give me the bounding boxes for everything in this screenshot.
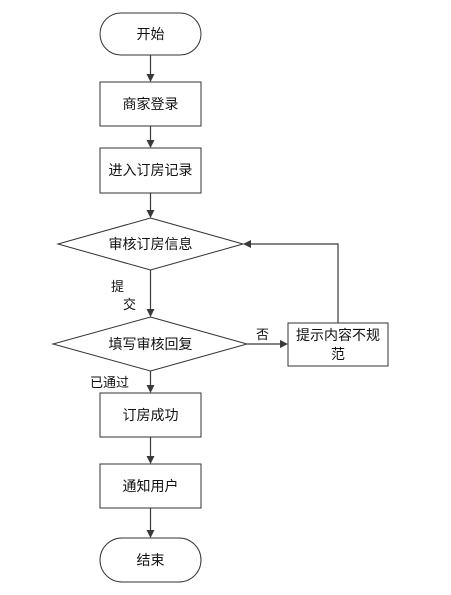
merchant-login-label: 商家登录 <box>123 96 179 112</box>
arrow-records-to-review <box>146 193 155 218</box>
arrow-start-to-login <box>146 55 155 82</box>
enter-booking-records-node: 进入订房记录 <box>99 147 202 194</box>
prompt-content-label-line2: 范 <box>331 346 345 362</box>
review-booking-info-label: 审核订房信息 <box>109 236 193 252</box>
arrow-notify-to-end <box>146 508 155 538</box>
prompt-content-node: 提示内容不规 范 <box>287 322 389 367</box>
prompt-content-label-line1: 提示内容不规 <box>296 327 380 343</box>
review-booking-info-decision: 审核订房信息 <box>56 217 245 271</box>
start-label: 开始 <box>137 26 165 42</box>
arrow-login-to-records <box>146 126 155 148</box>
fill-review-reply-label: 填写审核回复 <box>109 336 193 352</box>
enter-booking-records-label: 进入订房记录 <box>109 162 193 178</box>
arrow-success-to-notify <box>146 437 155 464</box>
passed-label: 已通过 <box>90 375 129 390</box>
no-label: 否 <box>256 327 269 342</box>
notify-user-node: 通知用户 <box>99 463 202 509</box>
end-label: 结束 <box>137 552 165 568</box>
arrow-review-to-fill <box>146 270 155 317</box>
booking-success-node: 订房成功 <box>99 392 202 438</box>
fill-review-reply-decision: 填写审核回复 <box>51 316 249 372</box>
arrow-fill-to-success <box>146 371 155 393</box>
arrow-prompt-to-review <box>243 240 339 323</box>
booking-success-label: 订房成功 <box>123 407 179 423</box>
merchant-login-node: 商家登录 <box>99 81 202 127</box>
start-node: 开始 <box>99 12 202 56</box>
submit-label-line2: 交 <box>123 297 136 312</box>
end-node: 结束 <box>99 537 202 583</box>
arrow-fill-to-prompt <box>247 340 288 348</box>
submit-label-line1: 提 <box>111 279 124 294</box>
notify-user-label: 通知用户 <box>123 478 179 494</box>
